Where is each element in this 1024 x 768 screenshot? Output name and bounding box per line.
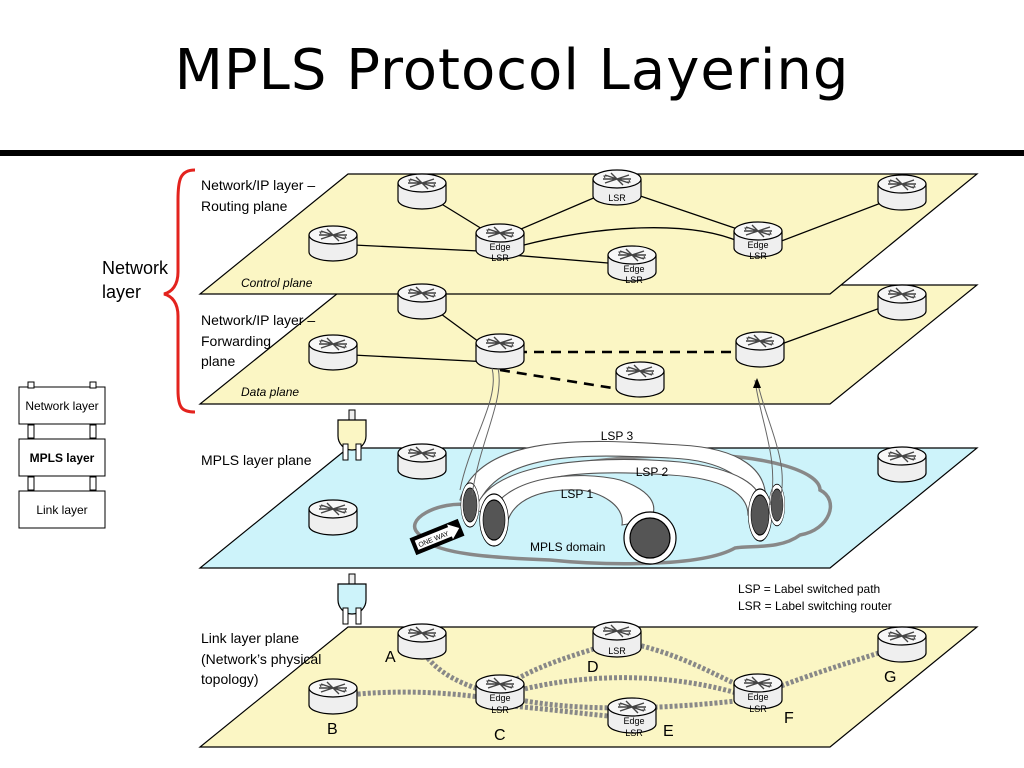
svg-text:F: F	[784, 710, 794, 727]
data-plane-caption: Data plane	[241, 385, 299, 399]
svg-text:LSR: LSR	[749, 704, 767, 714]
svg-text:E: E	[663, 723, 674, 740]
router-icon	[735, 331, 785, 368]
router-icon	[308, 334, 358, 371]
router-icon	[877, 284, 927, 321]
router-label: LSR	[608, 646, 626, 656]
control-plane-caption: Control plane	[241, 276, 313, 290]
link-plane-label: Link layer plane (Network’s physical top…	[201, 630, 325, 687]
svg-text:LSR: LSR	[749, 251, 767, 261]
stack-mpls-box	[18, 438, 106, 477]
forwarding-path	[499, 350, 755, 392]
stack-network-label: Network layer	[25, 399, 98, 413]
svg-text:G: G	[884, 669, 896, 686]
node-letters: A B C D E F G	[327, 649, 896, 744]
lsp3-label: LSP 3	[601, 429, 634, 443]
mpls-domain-label: MPLS domain	[530, 540, 605, 554]
svg-text:LSR: LSR	[625, 728, 643, 738]
svg-text:LSR: LSR	[491, 705, 509, 715]
network-layer-brace	[163, 168, 196, 414]
svg-text:B: B	[327, 721, 338, 738]
plug-icon	[337, 573, 367, 625]
svg-text:D: D	[587, 659, 599, 676]
router-icon	[308, 225, 358, 262]
router-icon	[877, 174, 927, 211]
svg-text:Edge: Edge	[747, 240, 768, 250]
stack-mpls-label: MPLS layer	[30, 451, 95, 465]
link-plane	[198, 626, 979, 748]
network-layer-label: Network layer	[102, 258, 173, 302]
svg-text:LSR = Label switching router: LSR = Label switching router	[738, 599, 892, 613]
svg-text:A: A	[385, 649, 396, 666]
router-label: LSR	[608, 193, 626, 203]
router-icon	[308, 499, 358, 536]
router-icon	[397, 173, 447, 210]
legend: LSP = Label switched path LSR = Label sw…	[738, 582, 892, 613]
router-icon	[397, 283, 447, 320]
protocol-stack: Network layer MPLS layer Link layer	[18, 381, 106, 529]
stack-link-box	[18, 490, 106, 529]
router-icon	[308, 678, 358, 715]
svg-text:Edge: Edge	[623, 264, 644, 274]
forwarding-plane-label: Network/IP layer – Forwarding plane	[201, 312, 319, 369]
routing-plane-label: Network/IP layer – Routing plane	[201, 177, 319, 214]
svg-text:C: C	[494, 727, 506, 744]
router-icon	[877, 446, 927, 483]
svg-text:Edge: Edge	[489, 693, 510, 703]
router-icon	[877, 626, 927, 663]
router-icon	[475, 333, 525, 370]
title-divider	[0, 150, 1024, 156]
stack-link-label: Link layer	[36, 503, 87, 517]
svg-text:Edge: Edge	[489, 242, 510, 252]
svg-text:Edge: Edge	[747, 692, 768, 702]
svg-text:LSR: LSR	[625, 275, 643, 285]
svg-text:LSP = Label switched path: LSP = Label switched path	[738, 582, 880, 596]
mpls-plane-label: MPLS layer plane	[201, 452, 312, 468]
router-icon	[397, 623, 447, 660]
lsp2-label: LSP 2	[636, 465, 669, 479]
one-way-sign: ONE WAY	[409, 518, 465, 556]
router-icon	[397, 443, 447, 480]
routing-plane	[198, 173, 979, 295]
lsp-labels: LSP 1 LSP 2 LSP 3	[561, 429, 669, 501]
svg-text:Edge: Edge	[623, 716, 644, 726]
page-title: MPLS Protocol Layering	[174, 38, 850, 103]
stack-network-box	[18, 386, 106, 425]
router-icon	[615, 361, 665, 398]
svg-text:LSR: LSR	[491, 253, 509, 263]
lsp1-label: LSP 1	[561, 487, 594, 501]
